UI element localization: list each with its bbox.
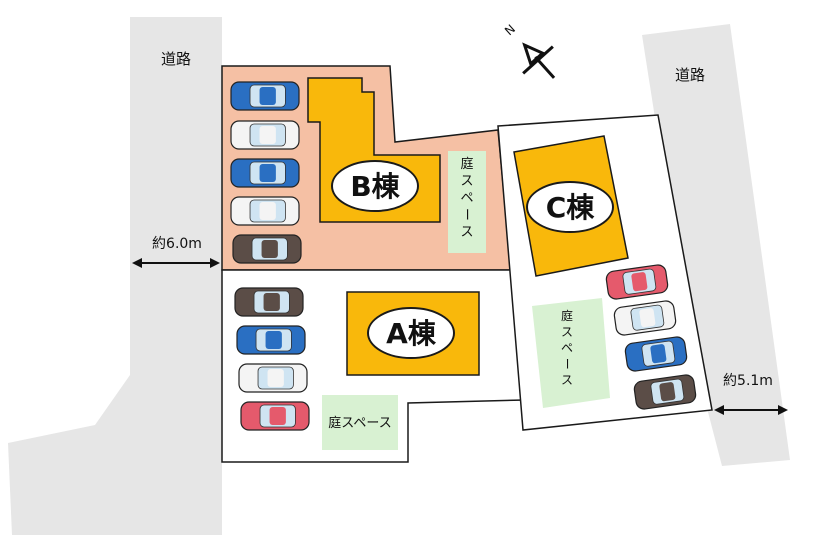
garden-label-char: 庭 bbox=[460, 156, 473, 172]
car-icon bbox=[624, 336, 688, 372]
road-left-label: 道路 bbox=[161, 50, 191, 68]
garden-a-label: 庭スペース bbox=[328, 415, 391, 431]
north-letter: N bbox=[502, 22, 518, 38]
garden-c bbox=[532, 298, 610, 408]
garden-label-char: ペ bbox=[460, 191, 473, 206]
garden-label-char: 庭 bbox=[561, 308, 573, 323]
building-c-label: C棟 bbox=[546, 191, 596, 224]
garden-label-char: ス bbox=[460, 225, 473, 240]
width-left-dimension bbox=[132, 258, 220, 268]
car-icon bbox=[240, 401, 310, 431]
car-icon bbox=[605, 264, 669, 300]
north-arrow-icon bbox=[522, 42, 556, 79]
car-icon bbox=[230, 196, 300, 226]
garden-c-label: 庭スペース bbox=[560, 308, 574, 387]
building-b-label-bubble bbox=[331, 160, 419, 212]
car-icon bbox=[230, 158, 300, 188]
car-icon bbox=[230, 120, 300, 150]
width-right-label: 約5.1m bbox=[723, 373, 773, 389]
garden-b-label: 庭スペース bbox=[458, 156, 473, 240]
car-icon bbox=[232, 234, 302, 264]
building-c-label-bubble bbox=[526, 181, 614, 233]
parking-cars bbox=[230, 81, 697, 431]
car-icon bbox=[236, 325, 306, 355]
road-left bbox=[8, 17, 222, 535]
garden-b bbox=[448, 151, 486, 253]
car-icon bbox=[613, 300, 677, 336]
garden-label-char: ペ bbox=[561, 341, 573, 355]
building-a-label-bubble bbox=[367, 307, 455, 359]
car-icon bbox=[238, 363, 308, 393]
car-icon bbox=[633, 374, 697, 410]
width-left-label: 約6.0m bbox=[152, 236, 202, 252]
building-a-label: A棟 bbox=[386, 317, 437, 350]
car-icon bbox=[230, 81, 300, 111]
road-right bbox=[642, 24, 790, 466]
garden-label-char: ス bbox=[561, 325, 573, 339]
garden-a bbox=[322, 395, 398, 450]
garden-label-char: ス bbox=[460, 174, 473, 189]
garden-label-char: ス bbox=[561, 373, 573, 387]
road-right-label: 道路 bbox=[675, 66, 705, 84]
garden-label-char: ー bbox=[560, 358, 574, 370]
building-b-label: B棟 bbox=[350, 170, 400, 203]
width-right-dimension bbox=[714, 405, 788, 415]
garden-label-char: ー bbox=[458, 208, 473, 221]
car-icon bbox=[234, 287, 304, 317]
